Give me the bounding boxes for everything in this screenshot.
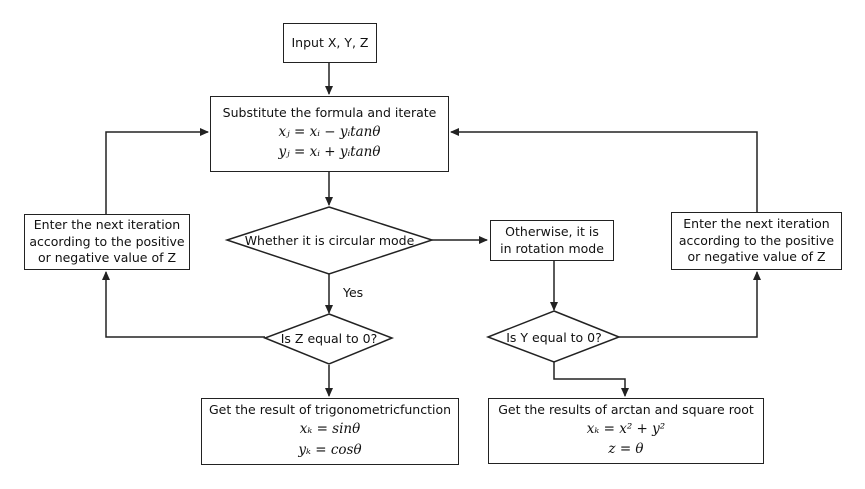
iterate-formula-1: xⱼ = xᵢ − yᵢtanθ: [278, 123, 381, 140]
rotation-mode-line-1: Otherwise, it is: [505, 223, 599, 239]
right-loop-line-1: Enter the next iteration: [683, 215, 830, 231]
decision-mode-shape: [224, 206, 435, 275]
rotation-mode-box: Otherwise, it is in rotation mode: [490, 220, 614, 261]
edge-yes-label: Yes: [343, 285, 364, 300]
result-trig-formula-1: xₖ = sinθ: [299, 421, 361, 438]
rotation-mode-line-2: in rotation mode: [500, 240, 604, 256]
decision-z-label: Is Z equal to 0?: [280, 331, 378, 346]
left-loop-line-1: Enter the next iteration: [33, 216, 181, 232]
right-loop-box: Enter the next iteration according to th…: [671, 212, 842, 270]
edge-y-to-result-arctan: [553, 362, 629, 397]
left-loop-line-3: or negative value of Z: [37, 250, 177, 266]
right-loop-line-3: or negative value of Z: [687, 249, 826, 265]
result-arctan-formula-2: z = θ: [608, 441, 644, 458]
result-trig-formula-2: yₖ = cosθ: [298, 441, 362, 458]
decision-mode-label: Whether it is circular mode: [244, 233, 415, 248]
iterate-title: Substitute the formula and iterate: [222, 104, 437, 120]
iterate-box: Substitute the formula and iterate xⱼ = …: [210, 96, 449, 172]
left-loop-line-2: according to the positive: [29, 233, 185, 249]
start-box: Input X, Y, Z: [283, 23, 377, 63]
edge-left-loop-to-iterate: [105, 128, 209, 216]
decision-y-shape: [485, 310, 622, 363]
result-trig-title: Get the result of trigonometricfunction: [208, 402, 452, 418]
left-loop-box: Enter the next iteration according to th…: [24, 214, 190, 270]
edge-y-to-right-loop: [619, 271, 761, 338]
result-arctan-box: Get the results of arctan and square roo…: [488, 398, 764, 464]
right-loop-line-2: according to the positive: [678, 232, 835, 248]
result-trig-box: Get the result of trigonometricfunction …: [201, 398, 459, 465]
edge-z-to-left-loop: [102, 271, 265, 338]
decision-z-shape: [262, 313, 395, 365]
iterate-formula-2: yⱼ = xᵢ + yᵢtanθ: [278, 144, 381, 161]
decision-y-label: Is Y equal to 0?: [506, 330, 602, 345]
result-arctan-title: Get the results of arctan and square roo…: [498, 401, 754, 417]
start-label: Input X, Y, Z: [291, 34, 369, 50]
result-arctan-formula-1: xₖ = x² + y²: [586, 420, 666, 437]
edge-right-loop-to-iterate: [450, 128, 758, 212]
